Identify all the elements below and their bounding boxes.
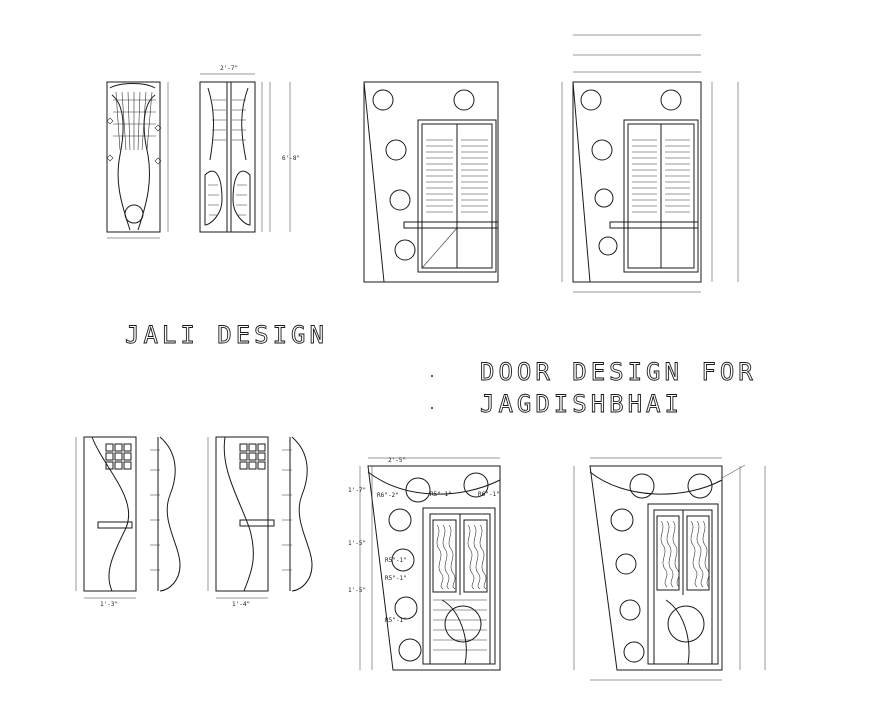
door-leaf-right-elevation [199, 73, 291, 233]
door-design-title-line1: DOOR DESIGN FOR [480, 358, 757, 386]
dim-top-left-width: 2'-7" [220, 65, 238, 72]
jali-panel-1-profile [150, 436, 181, 592]
radius-label-1: R6"-2" [377, 492, 399, 499]
dim-top-left-height: 6'-8" [282, 155, 300, 162]
radius-label-6: R5"-1" [385, 617, 407, 624]
dim-jali-width-2: 1'-4" [232, 601, 250, 608]
dim-bottom-mid-top: 2'-5" [388, 457, 406, 464]
shutter-louvres [426, 139, 488, 213]
radius-label-4: R5"-1" [385, 557, 407, 564]
radius-label-2: R5"-1" [430, 491, 452, 498]
jali-panel-2 [207, 436, 275, 599]
bullet-dot [431, 375, 433, 377]
door-design-title-line2: JAGDISHBHAI [480, 390, 683, 418]
jali-design-title: JALI DESIGN [125, 321, 328, 349]
decorative-door-elevation-right [573, 457, 766, 681]
radius-label-3: R6"-1" [478, 491, 500, 498]
door-frame-elevation-dimensioned [561, 34, 739, 293]
dim-jali-width: 1'-3" [100, 601, 118, 608]
dim-bottom-mid-left-1: 1'-7" [348, 487, 366, 494]
jali-panel-2-profile [282, 436, 313, 592]
radius-label-5: R5"-1" [385, 575, 407, 582]
bullet-dot [431, 407, 433, 409]
door-frame-elevation-plain [363, 81, 499, 283]
door-leaf-left-elevation [106, 81, 169, 239]
dim-bottom-mid-left-2: 1'-5" [348, 540, 366, 547]
decorative-door-elevation-dimensioned [359, 457, 501, 671]
dim-bottom-mid-left-3: 1'-5" [348, 587, 366, 594]
jali-panel-1 [75, 436, 137, 599]
